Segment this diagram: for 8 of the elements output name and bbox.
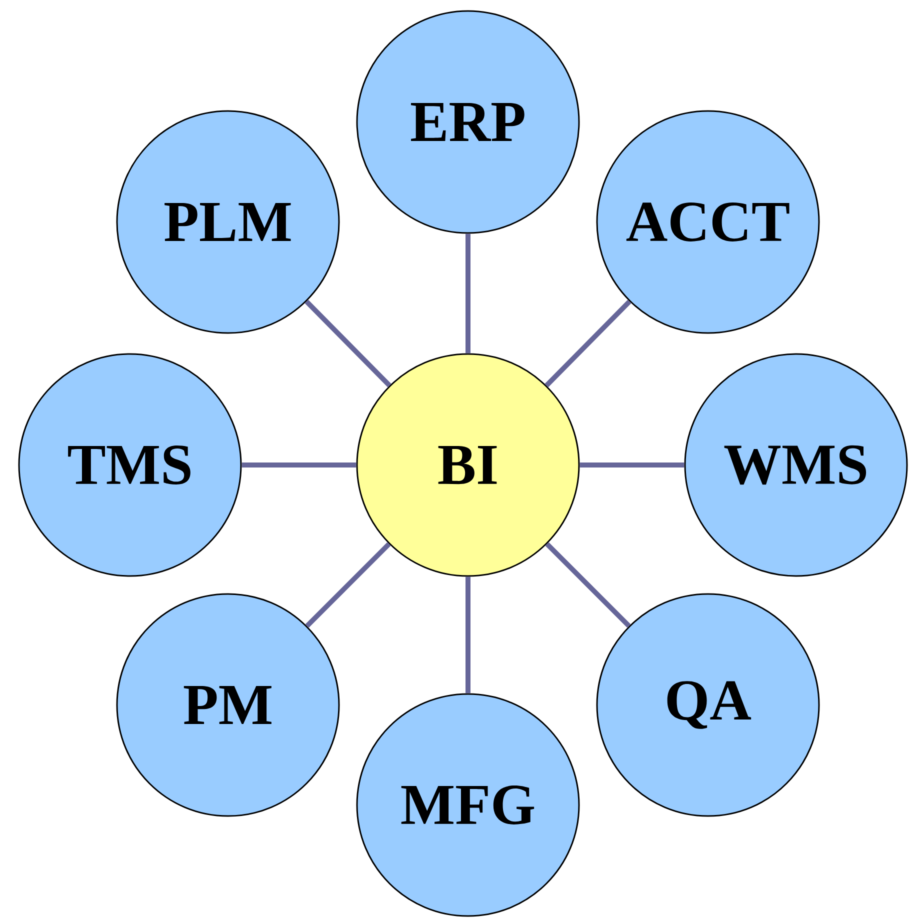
- connector-line: [466, 576, 470, 694]
- connector-line: [466, 234, 470, 354]
- connector-line: [580, 462, 684, 468]
- connector-line: [544, 300, 632, 388]
- connector-line: [304, 300, 392, 388]
- connector-line: [242, 462, 356, 468]
- connector-line: [305, 542, 391, 628]
- connector-line: [545, 542, 631, 628]
